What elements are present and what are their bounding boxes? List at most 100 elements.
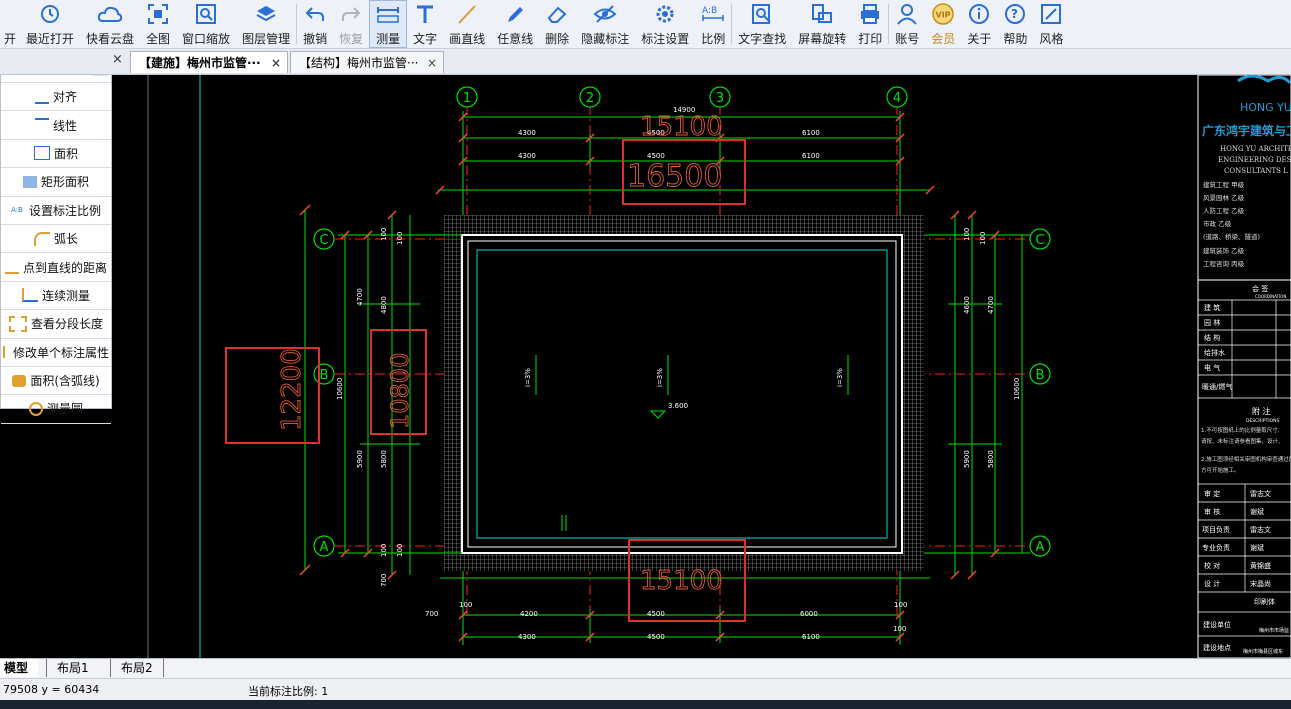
- dim-text: 5900: [356, 450, 364, 468]
- continuous-icon: [21, 288, 38, 303]
- seal-row: 建 筑: [1204, 303, 1220, 312]
- tab-close-icon[interactable]: ×: [426, 56, 437, 70]
- toolbar-separator: [731, 4, 733, 44]
- highlight-box-12200: [225, 347, 320, 444]
- dim-text: 4700: [356, 288, 364, 306]
- measure-arc-length[interactable]: 弧长: [1, 225, 111, 254]
- window-zoom-button[interactable]: 窗口缩放: [176, 0, 236, 48]
- slope-text: i=3%: [656, 368, 664, 387]
- hide-annotation-button[interactable]: 隐藏标注: [575, 0, 635, 48]
- measure-circle[interactable]: 测量圆: [1, 395, 111, 424]
- measure-icon: [376, 3, 400, 26]
- measure-segment-length[interactable]: 查看分段长度: [1, 310, 111, 339]
- point-line-icon: [4, 260, 19, 275]
- measure-area-arc[interactable]: 面积(含弧线): [1, 367, 111, 396]
- approval-name: 宋晶尚: [1250, 579, 1271, 588]
- tab-layout2[interactable]: 布局2: [110, 659, 164, 677]
- recent-open-button[interactable]: 最近打开: [20, 0, 80, 48]
- site-value: 梅州市梅县区城东: [1243, 648, 1283, 655]
- axis-label-3: 3: [716, 91, 724, 106]
- print-button[interactable]: 打印: [852, 0, 888, 48]
- fullview-icon: [147, 2, 169, 26]
- scale-button[interactable]: A:B 比例: [695, 0, 731, 48]
- left-dimension-ticks: [299, 204, 397, 580]
- top-dimension-ticks: [435, 112, 935, 195]
- layer-manager-button[interactable]: 图层管理: [236, 0, 296, 48]
- text-icon: [414, 2, 436, 26]
- approval-label: 设 计: [1204, 579, 1220, 588]
- rect-area-icon: [22, 175, 37, 188]
- left-dimension-texts: 4700 5900 4800 5800 10600 100 100 100 10…: [336, 228, 404, 587]
- draw-line-button[interactable]: 画直线: [443, 0, 491, 48]
- fullview-button[interactable]: 全图: [140, 0, 176, 48]
- bottom-dimension-ticks: [458, 610, 905, 642]
- dim-text: 4500: [647, 152, 665, 160]
- eye-hide-icon: [593, 2, 617, 26]
- measure-point-line[interactable]: 点到直线的距离: [1, 253, 111, 282]
- dim-text: 6100: [802, 129, 820, 137]
- tab-architecture[interactable]: 【建施】梅州市监管··· ×: [130, 51, 288, 73]
- panel-pin-button[interactable]: [92, 75, 108, 76]
- axis-label-c: C: [319, 233, 328, 248]
- account-button[interactable]: 账号: [889, 0, 925, 48]
- company-name: 广东鸿宇建筑与工程设计: [1202, 123, 1291, 138]
- seal-row: 园 林: [1204, 318, 1220, 327]
- measure-align[interactable]: 对齐: [1, 83, 111, 112]
- annotation-15100-bottom: 15100: [640, 566, 723, 596]
- undo-button[interactable]: 撤销: [297, 0, 333, 48]
- measure-annotations: 15100 16500 12200 10800 15100: [277, 112, 724, 597]
- level-text: 3.600: [668, 402, 688, 410]
- undo-icon: [304, 2, 326, 26]
- arc-icon: [33, 231, 50, 246]
- approval-label: 项目负责: [1202, 525, 1230, 534]
- scale-icon: A:B: [701, 2, 725, 26]
- annotation-12200: 12200: [277, 348, 307, 431]
- prev-tab-close[interactable]: ×: [112, 52, 123, 67]
- measure-continuous[interactable]: 连续测量: [1, 282, 111, 311]
- dim-text: 4800: [380, 296, 388, 314]
- tab-close-icon[interactable]: ×: [270, 56, 281, 70]
- freehand-line-button[interactable]: 任意线: [491, 0, 539, 48]
- dim-text: 6100: [802, 633, 820, 641]
- coordinate-readout: 79508 y = 60434: [3, 683, 100, 696]
- redo-button[interactable]: 恢复: [333, 0, 369, 48]
- measure-rect-area[interactable]: 矩形面积: [1, 168, 111, 197]
- slope-arrows: [535, 355, 849, 395]
- note-line: 2.施工图须经相关审图机构审查通过后: [1201, 455, 1291, 463]
- open-button[interactable]: 开: [3, 32, 16, 46]
- dim-text: 4500: [647, 610, 665, 618]
- drawing-canvas[interactable]: 14900 4300 4500 6100 4300 4500 6100 700 …: [0, 75, 1291, 658]
- tab-layout1[interactable]: 布局1: [46, 659, 99, 677]
- dim-text: 4300: [518, 129, 536, 137]
- axis-label-4: 4: [893, 91, 901, 106]
- text-search-button[interactable]: 文字查找: [732, 0, 792, 48]
- annotation-settings-button[interactable]: 标注设置: [635, 0, 695, 48]
- measure-linear[interactable]: 线性: [1, 111, 111, 140]
- text-button[interactable]: 文字: [407, 0, 443, 48]
- dim-text: 100: [894, 601, 907, 609]
- dim-text: 10600: [1013, 378, 1021, 400]
- measure-button[interactable]: 测量: [369, 0, 408, 48]
- cloud-drive-button[interactable]: 快看云盘: [80, 0, 140, 48]
- help-icon: ?: [1004, 2, 1026, 26]
- rotate-screen-button[interactable]: 屏幕旋转: [792, 0, 852, 48]
- delete-button[interactable]: 删除: [539, 0, 575, 48]
- measure-edit-annotation[interactable]: 修改单个标注属性: [1, 339, 111, 367]
- svg-text:A:B: A:B: [702, 6, 717, 16]
- approval-name: 谢斌: [1250, 543, 1264, 552]
- company-en-line: CONSULTANTS L: [1224, 167, 1288, 175]
- cad-drawing: 14900 4300 4500 6100 4300 4500 6100 700 …: [147, 75, 1291, 658]
- measure-area[interactable]: 面积: [1, 140, 111, 169]
- approval-name: 雷志文: [1250, 489, 1271, 498]
- tab-model[interactable]: 模型: [0, 659, 39, 677]
- axis-label-c-right: C: [1035, 233, 1044, 248]
- vip-button[interactable]: VIP 会员: [925, 0, 961, 48]
- dim-text: 100: [459, 601, 472, 609]
- style-button[interactable]: 风格: [1033, 0, 1069, 48]
- approval-name: 雷志文: [1250, 525, 1271, 534]
- help-button[interactable]: ? 帮助: [997, 0, 1033, 48]
- about-button[interactable]: 关于: [961, 0, 997, 48]
- tab-structure[interactable]: 【结构】梅州市监管··· ×: [290, 51, 444, 73]
